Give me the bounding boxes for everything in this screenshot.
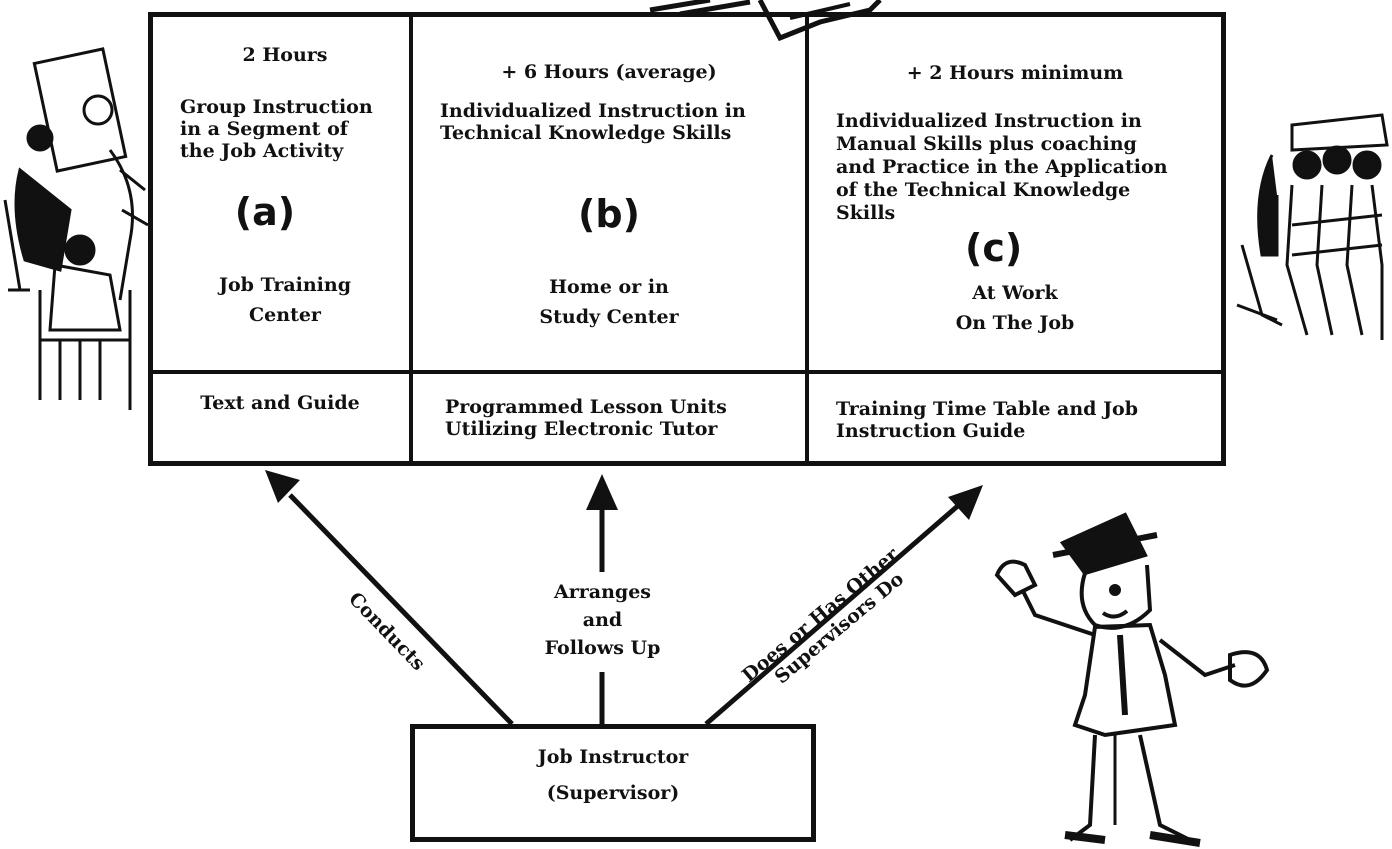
column-a-description: Group Instruction in a Segment of the Jo… (180, 96, 373, 162)
column-b-description: Individualized Instruction in Technical … (440, 100, 746, 144)
does-arrow-head (948, 485, 983, 520)
conducts-arrow-shaft (288, 493, 514, 726)
column-b-material: Programmed Lesson Units Utilizing Electr… (445, 396, 727, 440)
column-b-hours: + 6 Hours (average) (501, 61, 717, 83)
does-arrow-shaft (704, 502, 962, 726)
arranges-arrow-head (586, 474, 618, 510)
column-b-letter: (b) (578, 192, 640, 236)
column-c-material: Training Time Table and Job Instruction … (836, 398, 1139, 442)
workers-group-left-illustration (3, 47, 149, 410)
supervisor-subtitle: (Supervisor) (546, 782, 680, 804)
column-c-hours: + 2 Hours minimum (906, 62, 1124, 84)
column-a-letter: (a) (234, 190, 296, 234)
training-table (148, 12, 1226, 466)
supervisor-title: Job Instructor (537, 746, 689, 768)
column-a-location: Job Training Center (219, 274, 351, 326)
workers-group-right-illustration (1236, 113, 1389, 340)
column-c-letter: (c) (965, 226, 1023, 270)
column-a-hours: 2 Hours (242, 44, 328, 66)
column-c-location: At Work On The Job (955, 282, 1075, 334)
column-a-material: Text and Guide (200, 392, 360, 414)
arranges-label: Arranges and Follows Up (544, 581, 661, 659)
conducts-arrow-head (265, 470, 300, 503)
column-c-description: Individualized Instruction in Manual Ski… (836, 110, 1168, 224)
supervisor-box: Job Instructor (Supervisor) (410, 724, 816, 842)
supervisor-character-illustration (994, 512, 1270, 847)
column-b-location: Home or in Study Center (539, 276, 679, 328)
